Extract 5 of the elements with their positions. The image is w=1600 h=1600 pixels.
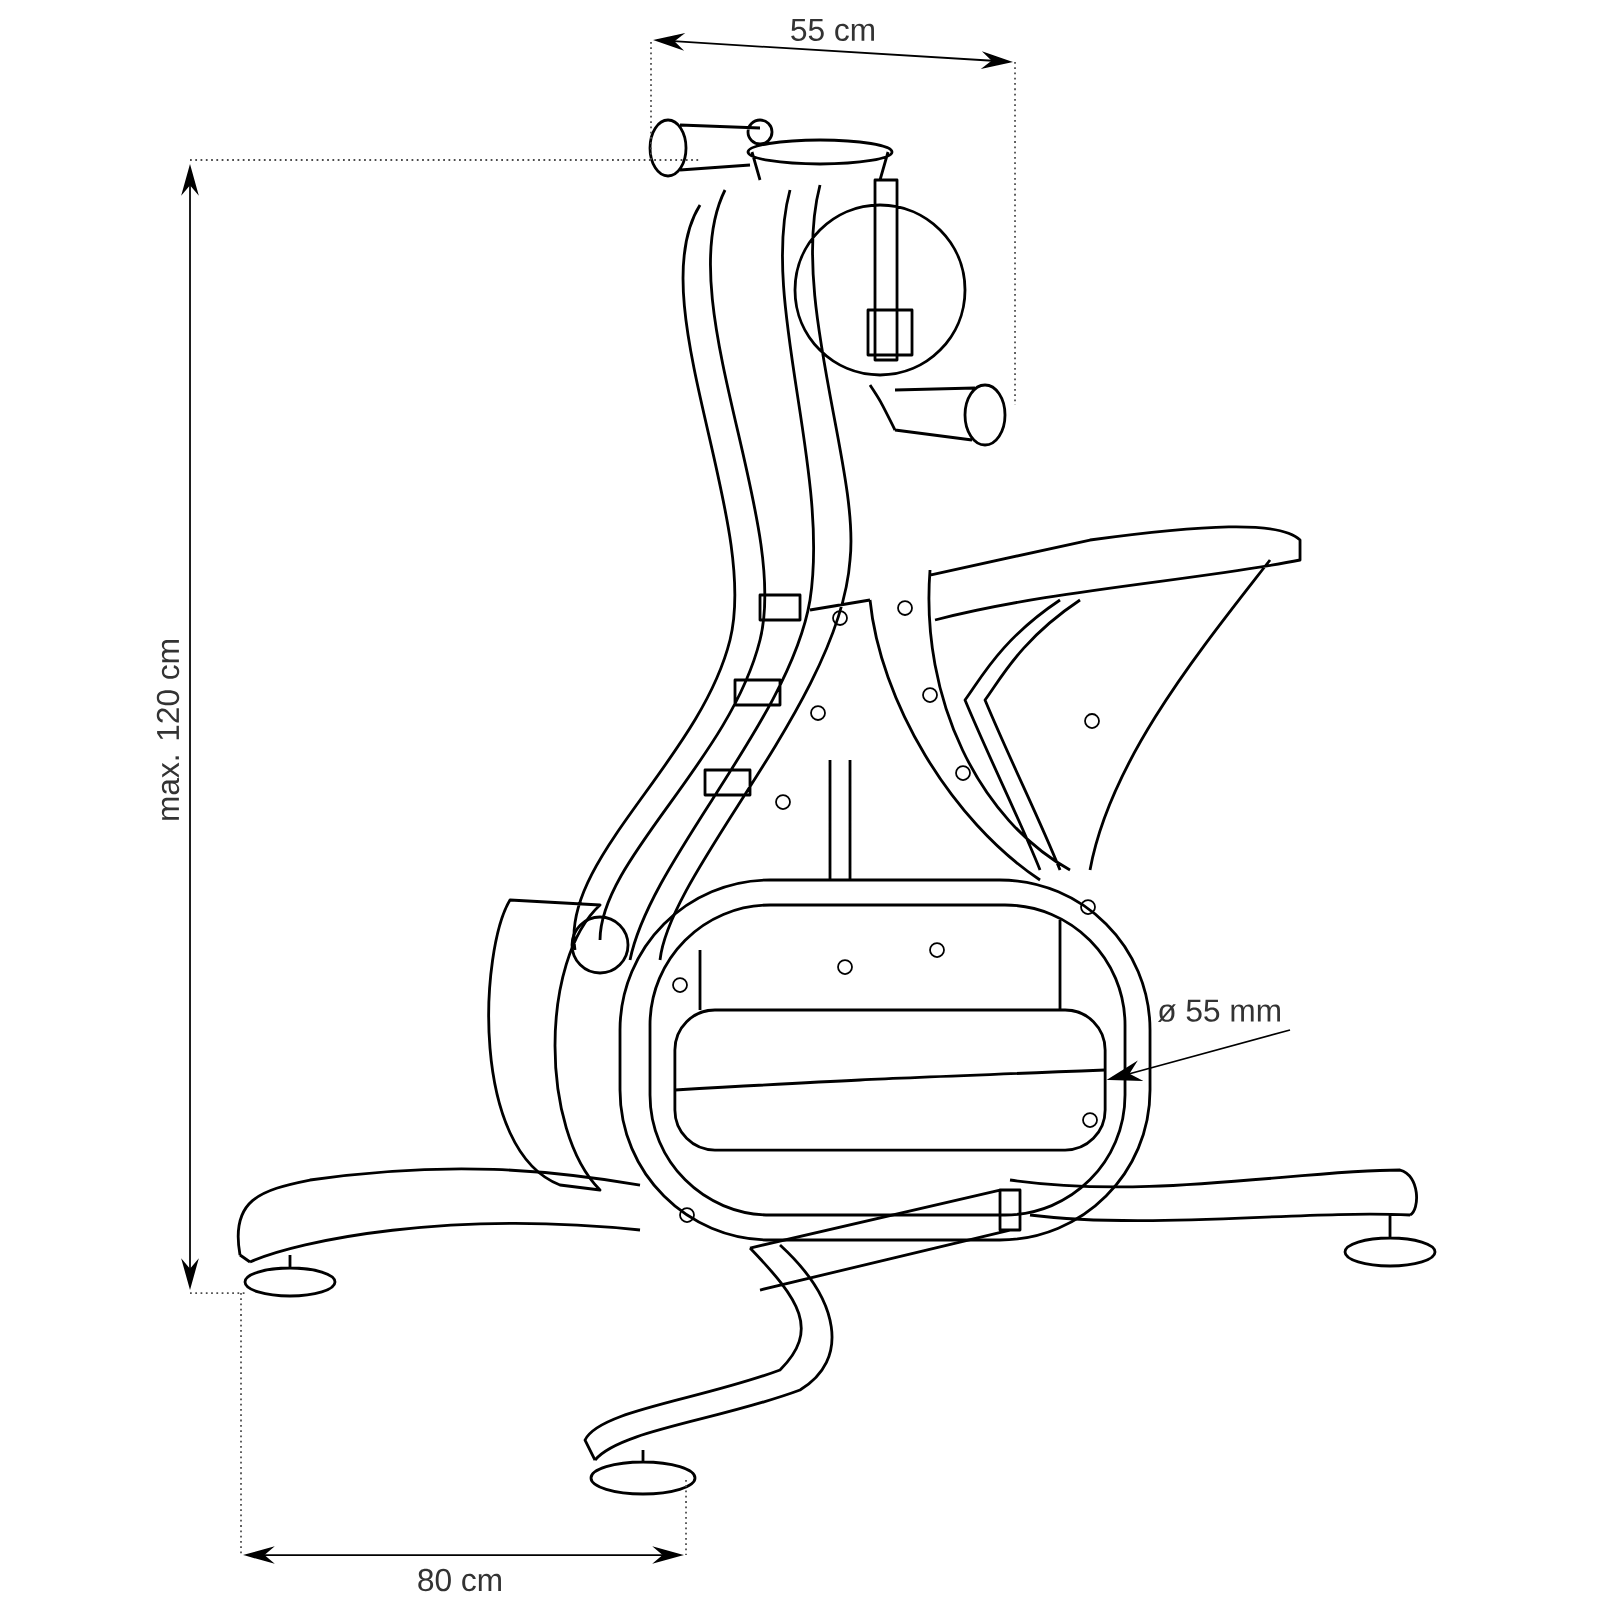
dimension-label: 80 cm: [418, 1568, 501, 1592]
dimension-label: ø 55 mm: [1157, 999, 1280, 1023]
dimension-label: 55 cm: [791, 18, 874, 42]
roller-pad: [673, 1008, 1107, 1152]
dimension-label: max. 120 cm: [156, 640, 180, 820]
